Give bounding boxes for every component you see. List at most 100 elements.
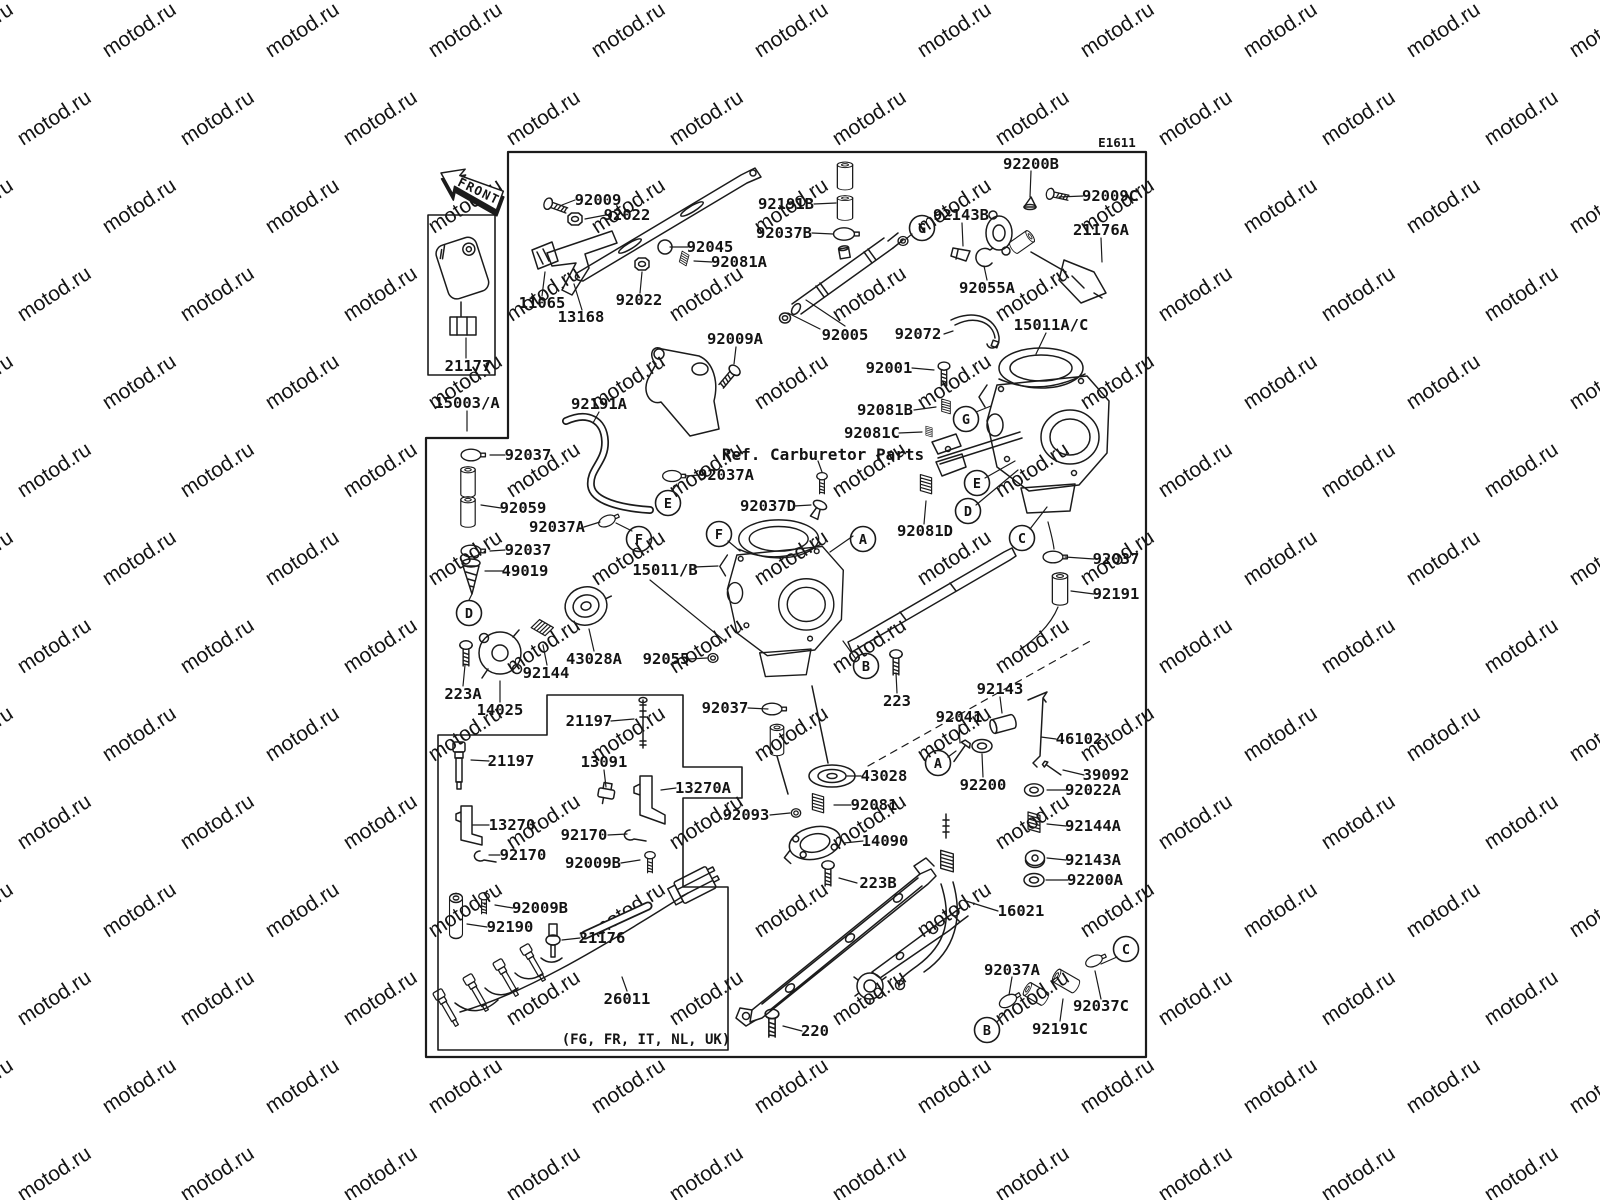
callout-letter: F [715, 527, 723, 543]
part-label: 92191B [758, 195, 814, 213]
igniter-21177 [435, 236, 490, 336]
screw-223B [821, 860, 835, 887]
pin-92041 [953, 739, 971, 763]
tube-92191B2 [836, 194, 854, 222]
watermark-text: motod.ru [0, 174, 17, 238]
part-label: 92081A [711, 253, 768, 271]
ref-note: Ref. Carburetor Parts [722, 445, 924, 464]
collar-92143 [989, 713, 1017, 735]
part-label: 92005 [822, 326, 869, 344]
pilot-screw-21197 [638, 696, 648, 749]
watermark-text: motod.ru [1402, 1054, 1484, 1118]
sensor-21176A [985, 210, 1107, 304]
part-label: 92170 [500, 846, 547, 864]
callout-letter: A [934, 756, 942, 772]
rod-46102 [1027, 691, 1048, 768]
part-label: 92037B [756, 224, 812, 242]
watermark-text: motod.ru [261, 174, 343, 238]
part-label: 39092 [1083, 766, 1130, 784]
callout-circle [908, 214, 936, 242]
pump-14025 [478, 629, 523, 679]
callout-letter: B [983, 1023, 991, 1039]
watermark-text: motod.ru [665, 1142, 747, 1200]
throttle-shaft [937, 431, 1023, 465]
watermark-text: motod.ru [1076, 1054, 1158, 1118]
watermark-text: motod.ru [991, 1142, 1073, 1200]
callout-circle [973, 1016, 1001, 1044]
callout-circle [625, 525, 653, 553]
watermark-text: motod.ru [665, 86, 747, 150]
throttle-arm [853, 907, 969, 1005]
watermark-text: motod.ru [98, 174, 180, 238]
part-label: 15003/A [434, 394, 500, 412]
callout-circle [705, 520, 733, 548]
watermark-text: motod.ru [261, 0, 343, 62]
part-label: 92037 [702, 699, 749, 717]
callout-circle [954, 497, 982, 525]
part-label: 92001 [866, 359, 913, 377]
part-label: 92009B [512, 899, 568, 917]
part-label: 92191A [571, 395, 628, 413]
watermark-text: motod.ru [991, 438, 1073, 502]
callout-letter: C [1018, 531, 1026, 547]
watermark-text: motod.ru [339, 262, 421, 326]
watermark-text: motod.ru [1076, 0, 1158, 62]
watermark-text: motod.ru [1239, 0, 1321, 62]
bolt-ref-carb [816, 472, 828, 495]
watermark-text: motod.ru [261, 1054, 343, 1118]
watermark-text: motod.ru [1154, 262, 1236, 326]
watermark-text: motod.ru [1480, 438, 1562, 502]
part-label: 92143 [977, 680, 1024, 698]
watermark-text: motod.ru [587, 0, 669, 62]
watermark-text: motod.ru [1239, 702, 1321, 766]
watermark-text: motod.ru [1480, 790, 1562, 854]
callout-circle [1112, 935, 1140, 963]
part-label: 92200A [1067, 871, 1124, 889]
part-label: 43028A [566, 650, 623, 668]
watermark-text: motod.ru [176, 438, 258, 502]
watermark-text: motod.ru [1402, 350, 1484, 414]
watermark-text: motod.ru [1565, 878, 1600, 942]
bracket-13168 [546, 230, 618, 296]
callout-circle [1008, 524, 1036, 552]
diaphragm-43028A [564, 586, 613, 626]
part-label: 92037 [1093, 550, 1140, 568]
part-label: 26011 [604, 990, 651, 1008]
tube-92059b [460, 496, 476, 528]
part-label: 21176A [1073, 221, 1130, 239]
part-label: 11065 [519, 294, 566, 312]
watermark-text: motod.ru [750, 0, 832, 62]
part-label: 92081 [851, 796, 898, 814]
watermark-text: motod.ru [913, 1054, 995, 1118]
part-label: 92144A [1065, 817, 1122, 835]
callout-circle [924, 749, 952, 777]
part-label: 223A [444, 685, 482, 703]
part-label: 92191C [1032, 1020, 1088, 1038]
part-label: 92055A [959, 279, 1016, 297]
part-label: 92041 [936, 708, 983, 726]
part-label: 92072 [895, 325, 942, 343]
link-line [776, 685, 829, 795]
region-note: (FG, FR, IT, NL, UK) [562, 1032, 731, 1048]
watermark-text: motod.ru [991, 790, 1073, 854]
part-label: 92037D [740, 497, 796, 515]
part-label: 13270 [489, 816, 536, 834]
clamp-92170-right [623, 829, 647, 842]
watermark-text: motod.ru [1480, 1142, 1562, 1200]
clamp-13091 [597, 781, 616, 805]
callout-letter: E [664, 496, 672, 512]
watermark-text: motod.ru [339, 966, 421, 1030]
watermark-text: motod.ru [98, 1054, 180, 1118]
watermark-text: motod.ru [665, 262, 747, 326]
hose-92191A [562, 412, 654, 514]
harness-26011 [431, 866, 720, 1029]
tube-92191-right [1051, 572, 1069, 606]
part-label: 92200 [960, 776, 1007, 794]
clip-92037C [1083, 950, 1109, 971]
watermark-text: motod.ru [750, 350, 832, 414]
watermark-text: motod.ru [339, 438, 421, 502]
part-label: 92022A [1065, 781, 1122, 799]
part-label: 13168 [558, 308, 605, 326]
part-label: 220 [801, 1022, 829, 1040]
tube-92059a [460, 466, 476, 498]
